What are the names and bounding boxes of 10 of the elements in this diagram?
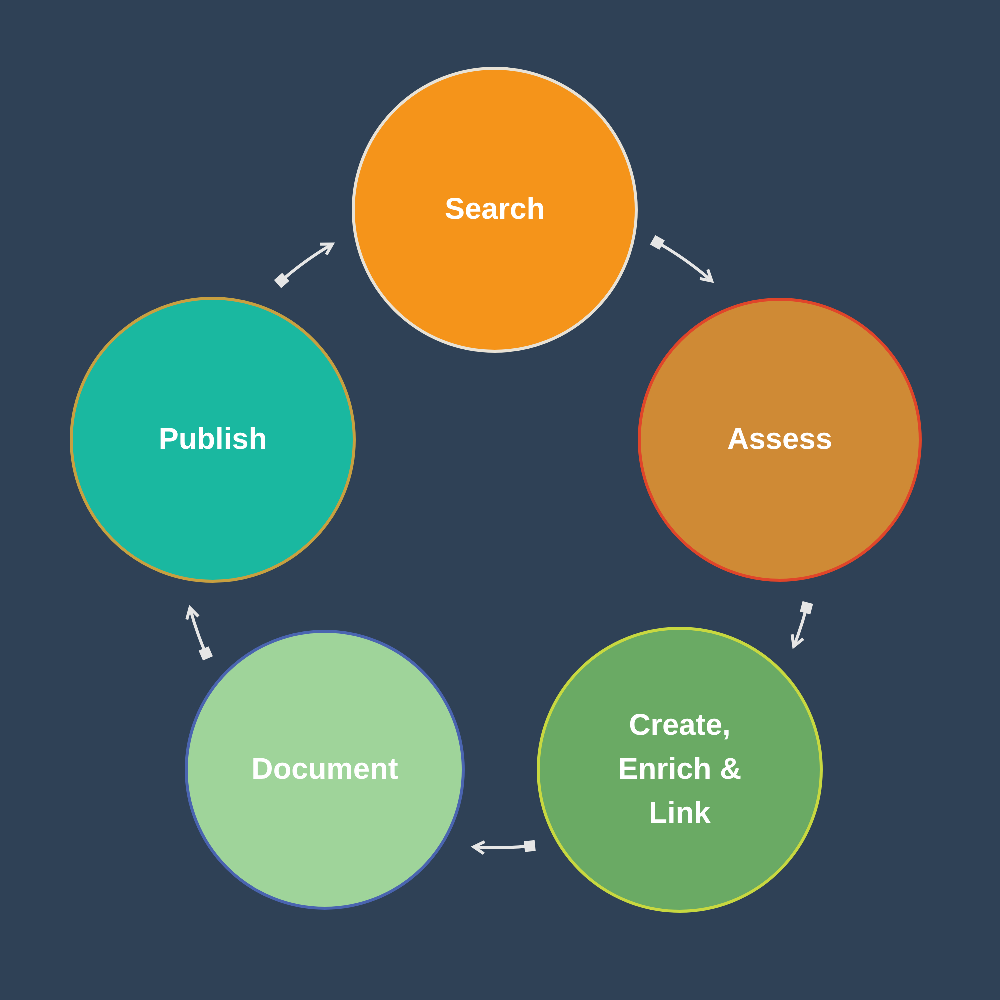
curved-arrow xyxy=(186,606,214,661)
curved-arrow xyxy=(472,840,536,856)
curved-arrow xyxy=(650,235,714,283)
step-label: Create, Enrich & Link xyxy=(617,708,743,832)
step-label: Publish xyxy=(158,422,268,458)
curved-arrow xyxy=(274,242,334,288)
step-label: Search xyxy=(444,192,546,228)
step-label: Document xyxy=(252,752,398,788)
step-label: Assess xyxy=(727,422,833,458)
curved-arrow xyxy=(790,601,814,648)
